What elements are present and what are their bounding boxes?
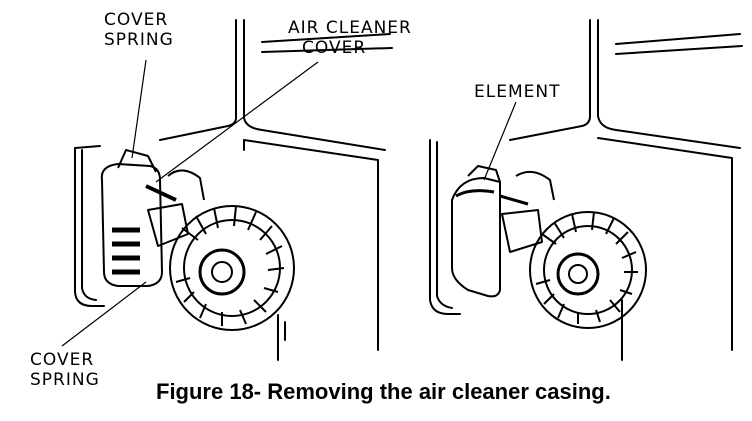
label-cover-spring-top: COVER SPRING (104, 10, 174, 50)
label-line: SPRING (30, 370, 100, 390)
label-line: AIR CLEANER (288, 18, 412, 38)
leader-element (483, 101, 517, 181)
label-line: ELEMENT (474, 82, 561, 102)
left-generator-frame (74, 19, 393, 361)
label-cover-spring-bottom: COVER SPRING (30, 350, 100, 390)
label-element: ELEMENT (474, 82, 560, 102)
label-line: COVER (30, 350, 95, 370)
leader-air-cleaner-cover (155, 61, 319, 183)
leader-lines (61, 59, 517, 347)
right-air-filter-element (451, 165, 555, 298)
right-generator-frame (429, 19, 743, 361)
label-line: COVER (302, 38, 367, 58)
right-engine-recoil (529, 211, 647, 329)
leader-cover-spring-bottom (61, 281, 147, 347)
label-air-cleaner-cover: AIR CLEANER COVER (288, 18, 412, 58)
leader-cover-spring-top (131, 59, 147, 159)
left-engine-recoil (169, 205, 295, 331)
figure-caption: Figure 18- Removing the air cleaner casi… (156, 379, 611, 404)
label-line: SPRING (104, 30, 174, 50)
label-line: COVER (104, 10, 169, 30)
left-air-cleaner-cover (100, 149, 205, 287)
